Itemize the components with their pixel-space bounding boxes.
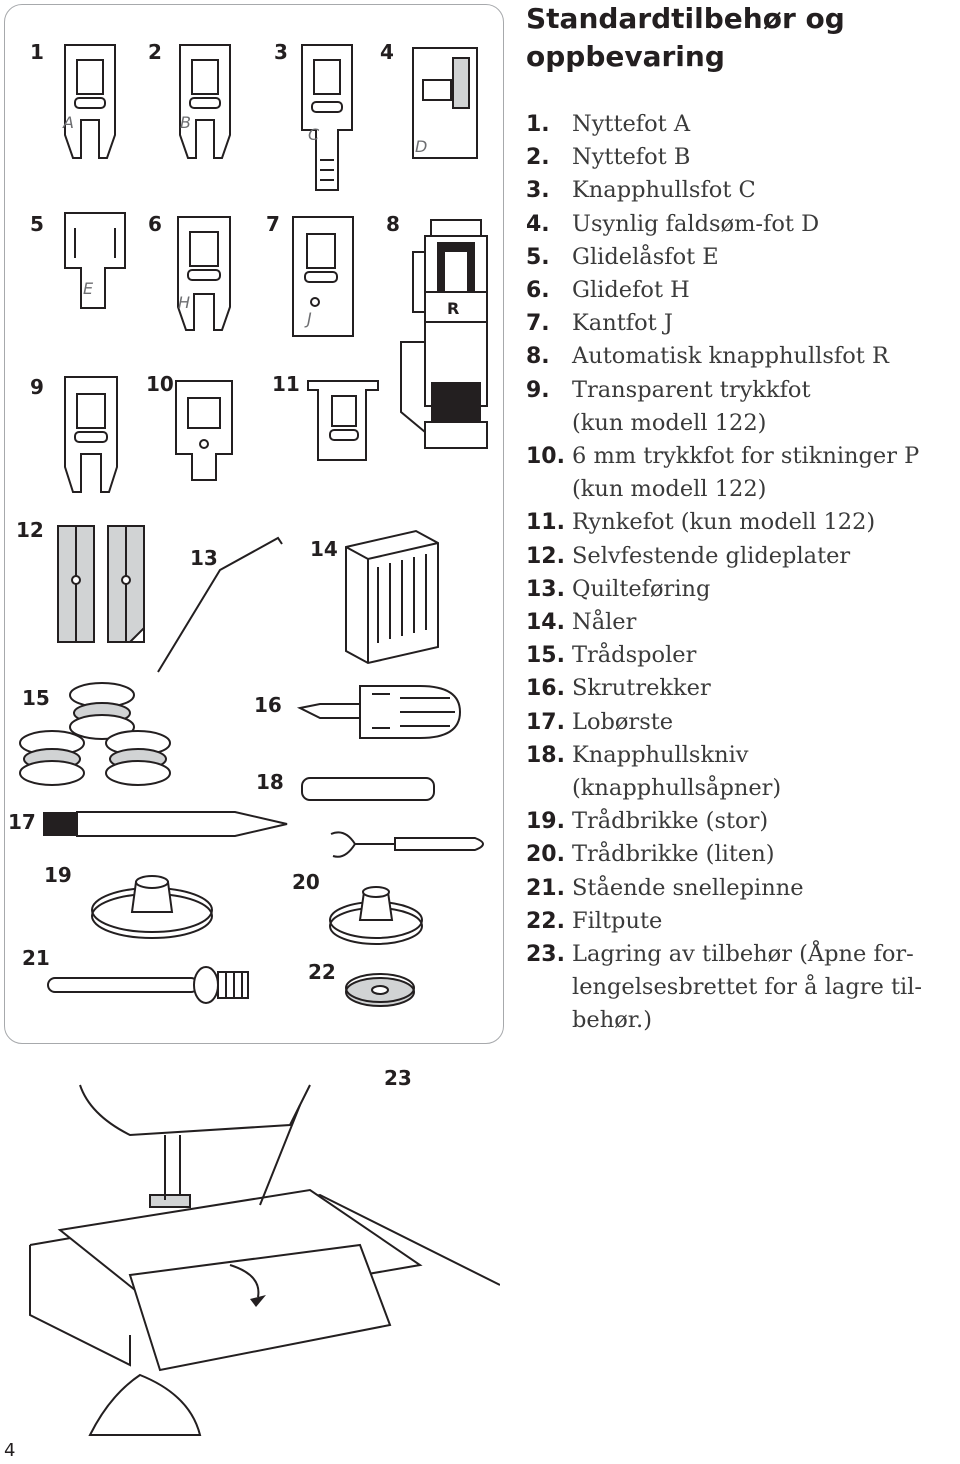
figure-number: 7 [266,212,280,236]
list-item: 8.Automatisk knapphullsfot R [526,343,889,370]
auxiliary-spool-pin-illustration [47,966,249,1004]
figure-number: 12 [16,518,44,542]
seam-ripper-cap-illustration [301,777,435,801]
figure-number: 22 [308,960,336,984]
list-item: 22.Filtpute [526,907,663,934]
figure-number: 15 [22,686,50,710]
bobbins-illustration [19,682,171,786]
presser-foot-c-illustration: C [301,44,353,191]
accessory-storage-illustration [29,1084,500,1436]
large-spool-cap-illustration [91,875,213,939]
page-number: 4 [4,1440,16,1461]
list-item: 23.Lagring av tilbehør (Åpne for- [526,941,914,968]
foot-letter: J [304,309,312,328]
figure-number: 1 [30,40,44,64]
list-item: 16.Skrutrekker [526,675,711,702]
figure-number: 4 [380,40,394,64]
figure-number: 23 [384,1066,412,1090]
foot-letter: A [62,113,74,132]
presser-foot-a-illustration: A [62,44,116,159]
foot-letter: D [415,137,427,156]
figure-number: 14 [310,537,338,561]
lint-brush-illustration [43,811,288,837]
quilting-guide-illustration [157,536,283,673]
presser-foot-e-illustration: E [64,212,126,309]
list-item: 4.Usynlig faldsøm-fot D [526,210,820,237]
presser-foot-d-illustration: D [412,47,478,159]
quarter-inch-foot-p-illustration [175,380,233,481]
list-item: (kun modell 122) [572,409,767,436]
page-title: Standardtilbehør og oppbevaring [526,2,845,73]
figure-number: 13 [190,546,218,570]
list-item: 7.Kantfot J [526,310,673,337]
figure-number: 19 [44,863,72,887]
foot-letter: C [308,125,320,144]
figure-number: 9 [30,375,44,399]
figure-number: 2 [148,40,162,64]
list-item: 18.Knapphullskniv (knapphullsåpner) [526,741,782,802]
foot-letter: E [83,279,94,298]
list-item: 12.Selvfestende glideplater [526,542,851,569]
list-item: 13.Quilteføring [526,575,711,602]
glide-plates-illustration [57,525,145,643]
list-item: 2.Nyttefot B [526,144,691,171]
presser-foot-h-illustration: H [177,216,231,331]
figure-number: 17 [8,810,36,834]
felt-pad-illustration [345,973,415,1007]
small-spool-cap-illustration [329,886,423,945]
seam-ripper-illustration [330,831,484,858]
list-item: 15.Trådspoler [526,642,697,669]
foot-letter: R [447,299,459,318]
needles-illustration [345,529,439,665]
list-item: 5.Glidelåsfot E [526,243,719,270]
list-item: lengelsesbrettet for å lagre til- [572,974,923,1001]
list-item: 14.Nåler [526,609,637,636]
foot-letter: H [178,293,190,312]
list-item: 6.Glidefot H [526,277,690,304]
figure-number: 8 [386,212,400,236]
foot-letter: B [180,113,191,132]
gathering-foot-illustration [307,380,379,461]
list-item: 10.6 mm trykkfot for stikninger P [526,443,920,470]
figure-number: 18 [256,770,284,794]
figure-number: 16 [254,693,282,717]
list-item: 19.Trådbrikke (stor) [526,808,769,835]
list-item: 3.Knapphullsfot C [526,177,756,204]
list-item: 11.Rynkefot (kun modell 122) [526,509,876,536]
presser-foot-j-illustration: J [292,216,354,337]
figure-number: 5 [30,212,44,236]
accessories-frame [4,4,504,1044]
list-item: 9.Transparent trykkfot [526,376,811,403]
list-item: (kun modell 122) [572,476,767,503]
list-item: 17.Lobørste [526,708,674,735]
list-item: 1.Nyttefot A [526,111,691,137]
transparent-presser-foot-illustration [64,376,118,493]
list-item: 21.Stående snellepinne [526,874,804,901]
figure-number: 6 [148,212,162,236]
list-item: 20.Trådbrikke (liten) [526,841,775,868]
accessory-list: 1.Nyttefot A 2.Nyttefot B 3.Knapphullsfo… [526,108,960,1038]
figure-number: 21 [22,946,50,970]
list-item: behør.) [572,1007,652,1034]
figure-number: 3 [274,40,288,64]
screwdriver-illustration [296,685,462,739]
figure-number: 11 [272,372,300,396]
figure-number: 10 [146,372,174,396]
presser-foot-b-illustration: B [179,44,231,159]
figure-number: 20 [292,870,320,894]
automatic-buttonhole-foot-r-illustration: R [400,219,488,449]
